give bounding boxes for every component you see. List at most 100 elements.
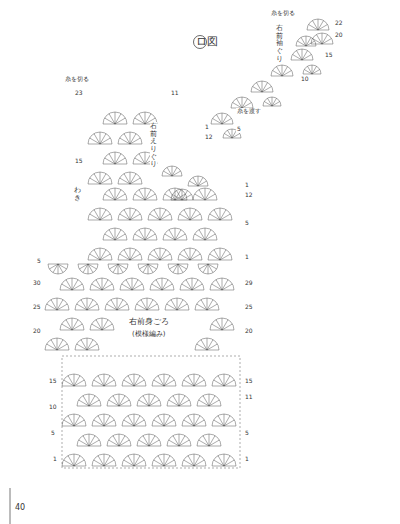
- row-number: 1: [244, 254, 250, 261]
- fan-stroke: [317, 35, 323, 45]
- fan-stroke: [272, 97, 273, 106]
- fan-stroke: [222, 330, 234, 331]
- fan-stroke: [194, 414, 195, 426]
- fan-stroke: [128, 416, 134, 426]
- fan-stroke: [224, 460, 234, 466]
- fan-stroke: [169, 230, 175, 240]
- row-number: 25: [32, 304, 42, 311]
- fan-stroke: [119, 440, 129, 446]
- fan-stroke: [182, 426, 194, 427]
- fan-stroke: [118, 264, 119, 274]
- fan-stroke: [282, 76, 293, 77]
- fan-stroke: [149, 394, 150, 406]
- fan-stroke: [218, 376, 224, 386]
- row-number: 1: [244, 456, 250, 463]
- fan-stroke: [224, 414, 225, 426]
- fan-stroke: [103, 228, 127, 240]
- fan-stroke: [152, 454, 176, 466]
- fan-stroke: [160, 208, 161, 220]
- fan-stroke: [220, 208, 221, 220]
- fan-stroke: [118, 132, 142, 144]
- fan-stroke: [100, 220, 112, 221]
- fan-stroke: [83, 264, 88, 273]
- fan-stroke: [210, 290, 222, 291]
- fan-stroke: [118, 264, 127, 269]
- fan-stroke: [160, 220, 172, 221]
- fan-stroke: [277, 67, 283, 77]
- fan-stroke: [212, 466, 224, 467]
- fan-stroke: [220, 260, 232, 261]
- fan-stroke: [165, 310, 177, 311]
- row-number: 5: [244, 430, 250, 437]
- fan-stroke: [87, 304, 97, 310]
- fan-stroke: [182, 466, 194, 467]
- fan-stroke: [117, 304, 127, 310]
- fan-stroke: [130, 214, 140, 220]
- fan-stroke: [145, 188, 146, 200]
- fan-stroke: [291, 49, 313, 60]
- fan-stitches: [45, 19, 333, 466]
- row-number: 11: [170, 90, 180, 97]
- fan-stroke: [124, 174, 130, 184]
- fan-stroke: [88, 184, 100, 185]
- fan-stroke: [308, 66, 313, 74]
- fan-stroke: [115, 118, 125, 124]
- fan-stroke: [222, 290, 234, 291]
- fan-stroke: [115, 164, 127, 165]
- fan-stroke: [210, 318, 234, 330]
- row-number: 12: [244, 192, 254, 199]
- fan-stroke: [119, 406, 131, 407]
- row-number: 15: [48, 378, 58, 385]
- fan-stroke: [312, 65, 313, 74]
- row-number: 20: [334, 32, 344, 39]
- fan-stroke: [74, 454, 75, 466]
- page-rule: [10, 488, 11, 524]
- fan-stroke: [222, 284, 232, 290]
- fan-stroke: [307, 19, 329, 30]
- fan-stroke: [88, 248, 112, 260]
- fan-stroke: [237, 99, 243, 109]
- fan-stroke: [172, 166, 173, 176]
- fan-stroke: [220, 248, 221, 260]
- fan-stroke: [193, 200, 205, 201]
- fan-stroke: [57, 338, 58, 350]
- fan-stroke: [115, 158, 125, 164]
- fan-stroke: [195, 338, 219, 350]
- fan-stroke: [139, 190, 145, 200]
- fan-stroke: [134, 414, 135, 426]
- fan-stroke: [203, 436, 209, 446]
- fan-stroke: [108, 264, 128, 274]
- fan-stroke: [139, 154, 145, 164]
- fan-stroke: [156, 280, 162, 290]
- fan-stroke: [262, 92, 273, 93]
- fan-stroke: [224, 374, 225, 386]
- fan-stroke: [115, 200, 127, 201]
- fan-stroke: [257, 83, 263, 93]
- fan-stroke: [194, 460, 204, 466]
- fan-stroke: [208, 208, 232, 220]
- fan-stroke: [218, 456, 224, 466]
- fan-stroke: [133, 124, 145, 125]
- fan-stroke: [130, 248, 131, 260]
- fan-stroke: [282, 71, 292, 77]
- fan-stroke: [72, 324, 82, 330]
- fan-stroke: [160, 260, 172, 261]
- fan-stroke: [104, 466, 116, 467]
- fan-stroke: [100, 214, 110, 220]
- fan-stroke: [208, 264, 218, 265]
- fan-stroke: [207, 298, 208, 310]
- fan-stroke: [193, 240, 205, 241]
- fan-stroke: [92, 454, 116, 466]
- fan-stroke: [107, 394, 131, 406]
- fan-stroke: [148, 208, 172, 220]
- fan-stroke: [62, 374, 86, 386]
- fan-stroke: [100, 254, 110, 260]
- fan-stroke: [62, 414, 86, 426]
- fan-stroke: [147, 304, 157, 310]
- fan-stroke: [132, 278, 133, 290]
- fan-stroke: [149, 440, 159, 446]
- fan-stroke: [182, 414, 206, 426]
- fan-stroke: [148, 220, 160, 221]
- fan-stroke: [209, 446, 221, 447]
